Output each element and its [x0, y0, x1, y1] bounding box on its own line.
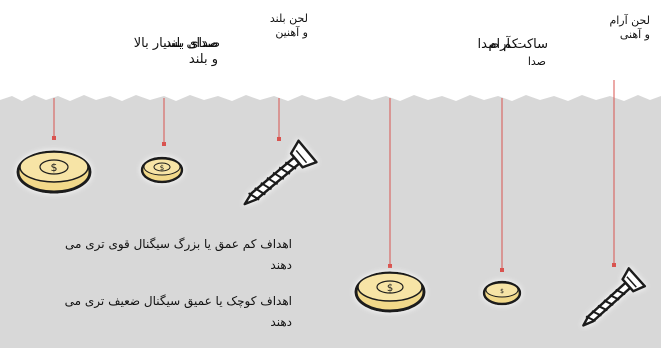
label-loud-line1: صدای بلند: [165, 36, 220, 51]
coin-icon: $: [140, 156, 184, 184]
label-loud: صدای بلند: [120, 36, 220, 52]
label-very-high: صدای بسیار بالا و بلند: [40, 36, 218, 69]
note-shallow-large: اهداف کم عمق یا بزرگ سیگنال قوی تری می د…: [65, 237, 292, 272]
label-soft-tone: لحن آرام و آهنی: [590, 14, 650, 42]
screw-icon: [582, 267, 647, 327]
note-small-deep: اهداف کوچک یا عمیق سیگنال ضعیف تری می ده…: [64, 294, 292, 329]
label-low-volume: کم صدا: [430, 37, 518, 53]
coin-icon: $: [482, 280, 522, 306]
label-quiet: ساکت آرام: [430, 37, 549, 53]
label-very-high-line1: صدای بسیار بالا: [133, 36, 218, 51]
marker-dot-2: [162, 142, 166, 146]
label-soft-tone-line1: لحن آرام: [609, 14, 650, 27]
label-quiet-line2: صدا: [527, 55, 546, 68]
label-quiet-line1: ساکت آرام: [488, 37, 549, 52]
label-soft-tone-line2: و آهنی: [619, 27, 650, 41]
screw-icon: [243, 139, 318, 206]
marker-dot-1: [52, 136, 56, 140]
svg-text:$: $: [387, 283, 393, 294]
label-high-loud-tone: لحن بلند و آهنین: [226, 12, 308, 40]
marker-dot-4: [388, 264, 392, 268]
coin-icon: $: [16, 150, 92, 194]
label-high-loud-tone-line1: لحن بلند: [269, 12, 308, 25]
marker-lines: [53, 80, 615, 270]
label-high-loud-tone-line2: و آهنین: [275, 25, 308, 39]
marker-dot-3: [277, 137, 281, 141]
marker-dot-6: [612, 263, 616, 267]
label-very-high-line2: و بلند: [188, 52, 218, 68]
svg-text:$: $: [160, 164, 164, 172]
svg-text:$: $: [500, 288, 504, 295]
svg-text:$: $: [51, 161, 58, 174]
label-low-volume-line1: کم صدا: [477, 37, 518, 52]
coin-icon: $: [354, 271, 426, 313]
marker-dot-5: [500, 268, 504, 272]
label-quiet-line2-wrap: صدا: [470, 55, 546, 69]
